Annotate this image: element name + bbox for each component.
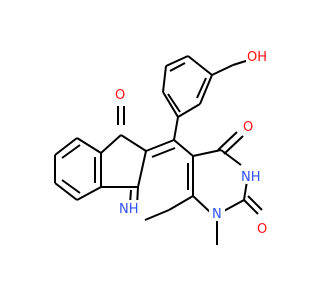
bond-layer <box>54 55 263 245</box>
upper-carbonyl-oxygen-label: O <box>243 120 253 135</box>
molecule-canvas: OH O O NH O NH N <box>54 48 270 245</box>
molecule-structure: OH O O NH O NH N <box>54 48 270 245</box>
n-methyl-label: N <box>212 207 222 222</box>
amide-nh-label: NH <box>241 170 261 185</box>
ketone-oxygen-label: O <box>115 88 125 103</box>
hydroxyl-label: OH <box>247 50 267 65</box>
indole-nh-label: NH <box>119 202 139 217</box>
atom-labels: OH O O NH O NH N <box>113 48 270 237</box>
lower-carbonyl-oxygen-label: O <box>257 222 267 237</box>
